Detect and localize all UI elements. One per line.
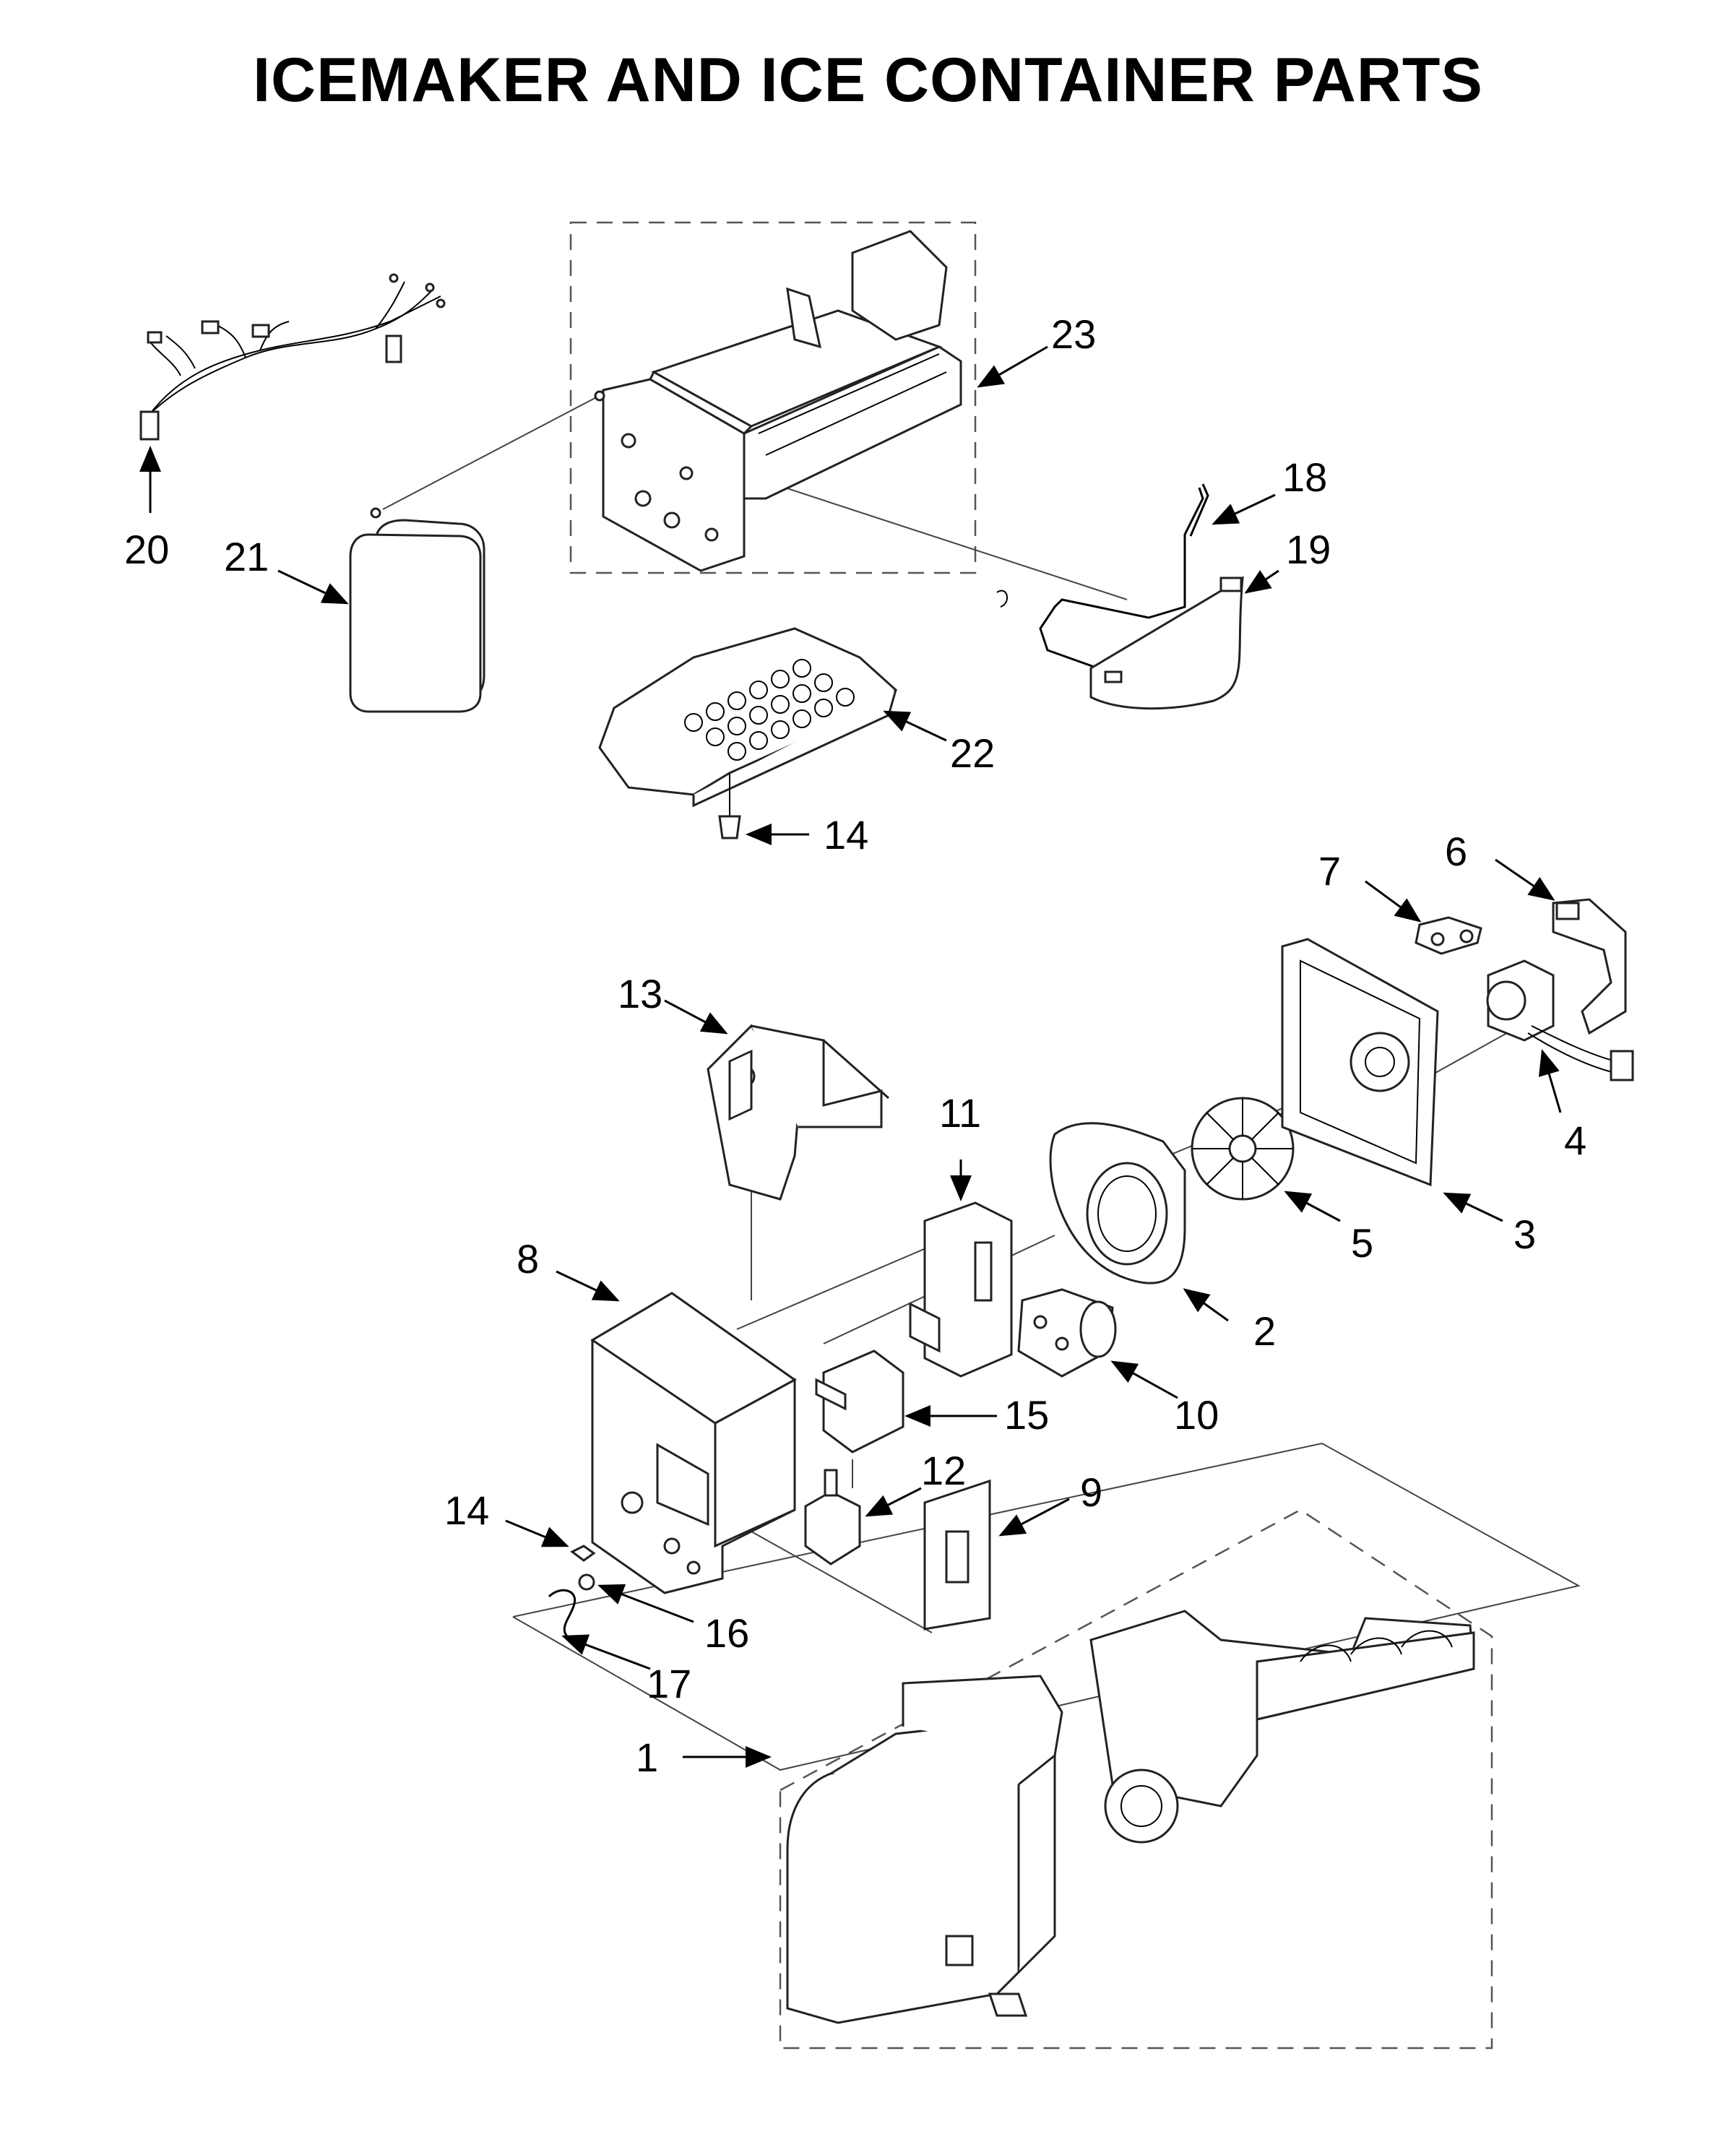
- callout-9: 9: [1080, 1469, 1102, 1515]
- icemaker-assembly-drawing: [594, 230, 962, 572]
- motor-bracket-drawing: [1552, 898, 1627, 1035]
- callout-20: 20: [124, 527, 169, 572]
- switch-housing-drawing: [909, 1201, 1013, 1378]
- callout-17: 17: [647, 1661, 691, 1706]
- shutoff-arm-drawing: [996, 483, 1209, 670]
- callout-19: 19: [1286, 527, 1331, 572]
- shutoff-flap-drawing: [1089, 576, 1244, 710]
- callout-1: 1: [636, 1735, 658, 1780]
- fan-housing-drawing: [1281, 938, 1439, 1187]
- callout-arrows: [139, 345, 1562, 1768]
- fan-motor-drawing: [1486, 959, 1634, 1081]
- dispenser-housing-drawing: [590, 1049, 797, 1594]
- callout-22: 22: [950, 730, 995, 776]
- callout-15: 15: [1004, 1392, 1049, 1438]
- callout-12: 12: [921, 1448, 966, 1493]
- callout-14-lower: 14: [444, 1487, 489, 1533]
- screw-washer-clip-drawing: [548, 1545, 596, 1641]
- callout-5: 5: [1351, 1220, 1373, 1266]
- callout-6: 6: [1445, 829, 1467, 874]
- callout-21: 21: [224, 534, 269, 579]
- fan-blade-drawing: [1191, 1097, 1295, 1201]
- auger-assembly-drawing: [1089, 1610, 1475, 1844]
- callout-labels: 1 2 3 4 5 6 7 8 9 10 11 12 13 14 14 15 1…: [124, 311, 1586, 1780]
- auger-motor-drawing: [1017, 1288, 1117, 1378]
- fan-shroud-drawing: [1049, 1122, 1186, 1284]
- callout-16: 16: [704, 1610, 749, 1656]
- base-outline: [512, 1442, 1581, 1771]
- icemaker-assembly-boundary: [569, 221, 977, 574]
- callout-3: 3: [1513, 1212, 1536, 1257]
- callout-8: 8: [517, 1236, 539, 1282]
- page-title: ICEMAKER AND ICE CONTAINER PARTS: [253, 46, 1483, 115]
- ice-container-drawing: [786, 1675, 1063, 2024]
- ice-mold-tray-drawing: [598, 627, 898, 839]
- icemaker-cover-drawing: [349, 507, 485, 713]
- ice-container-assembly-boundary: [779, 1508, 1493, 2050]
- callout-11: 11: [939, 1090, 981, 1136]
- callout-14-upper: 14: [824, 812, 868, 858]
- clip-connector-drawing: [1415, 916, 1482, 955]
- callout-2: 2: [1253, 1308, 1276, 1354]
- callout-4: 4: [1564, 1118, 1586, 1163]
- callout-10: 10: [1174, 1392, 1219, 1438]
- mounting-bracket-drawing: [815, 1349, 904, 1454]
- callout-18: 18: [1282, 454, 1327, 500]
- callout-7: 7: [1318, 848, 1341, 894]
- trim-panel-drawing: [923, 1479, 991, 1631]
- solenoid-drawing: [804, 1469, 861, 1566]
- callout-23: 23: [1051, 311, 1096, 357]
- wire-harness-drawing: [139, 273, 446, 441]
- callout-13: 13: [618, 971, 662, 1016]
